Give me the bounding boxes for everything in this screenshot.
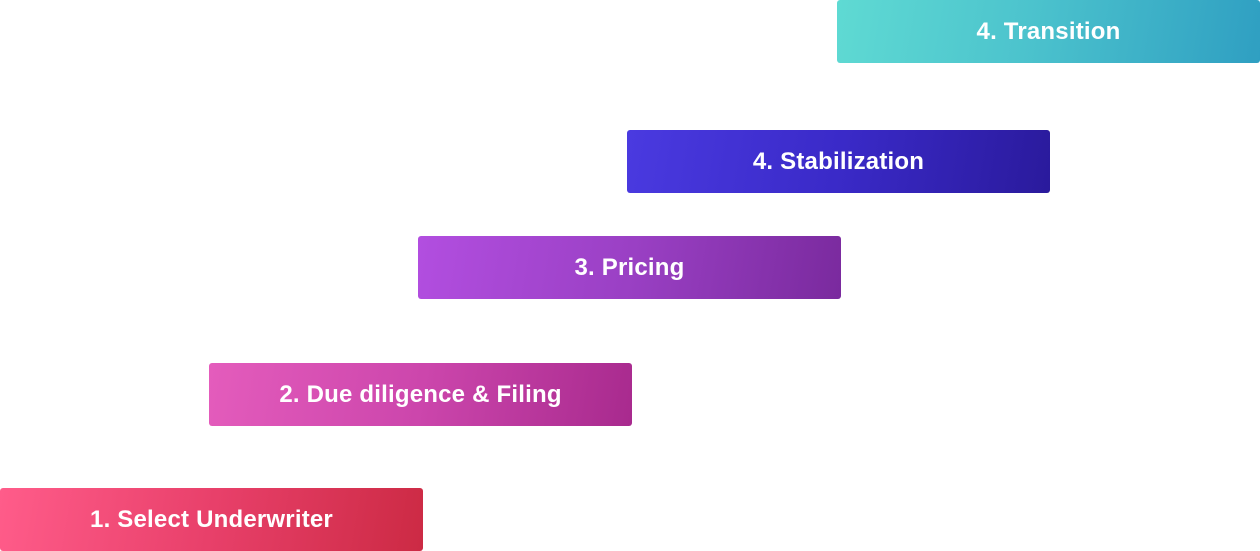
step-label: 4. Transition xyxy=(976,17,1121,45)
step-due-diligence-filing: 2. Due diligence & Filing xyxy=(209,363,632,426)
step-stabilization: 4. Stabilization xyxy=(627,130,1050,193)
step-transition: 4. Transition xyxy=(837,0,1260,63)
step-select-underwriter: 1. Select Underwriter xyxy=(0,488,423,551)
step-label: 1. Select Underwriter xyxy=(90,505,333,533)
step-pricing: 3. Pricing xyxy=(418,236,841,299)
step-label: 4. Stabilization xyxy=(752,147,925,175)
step-label: 3. Pricing xyxy=(574,253,685,281)
step-label: 2. Due diligence & Filing xyxy=(279,380,562,408)
